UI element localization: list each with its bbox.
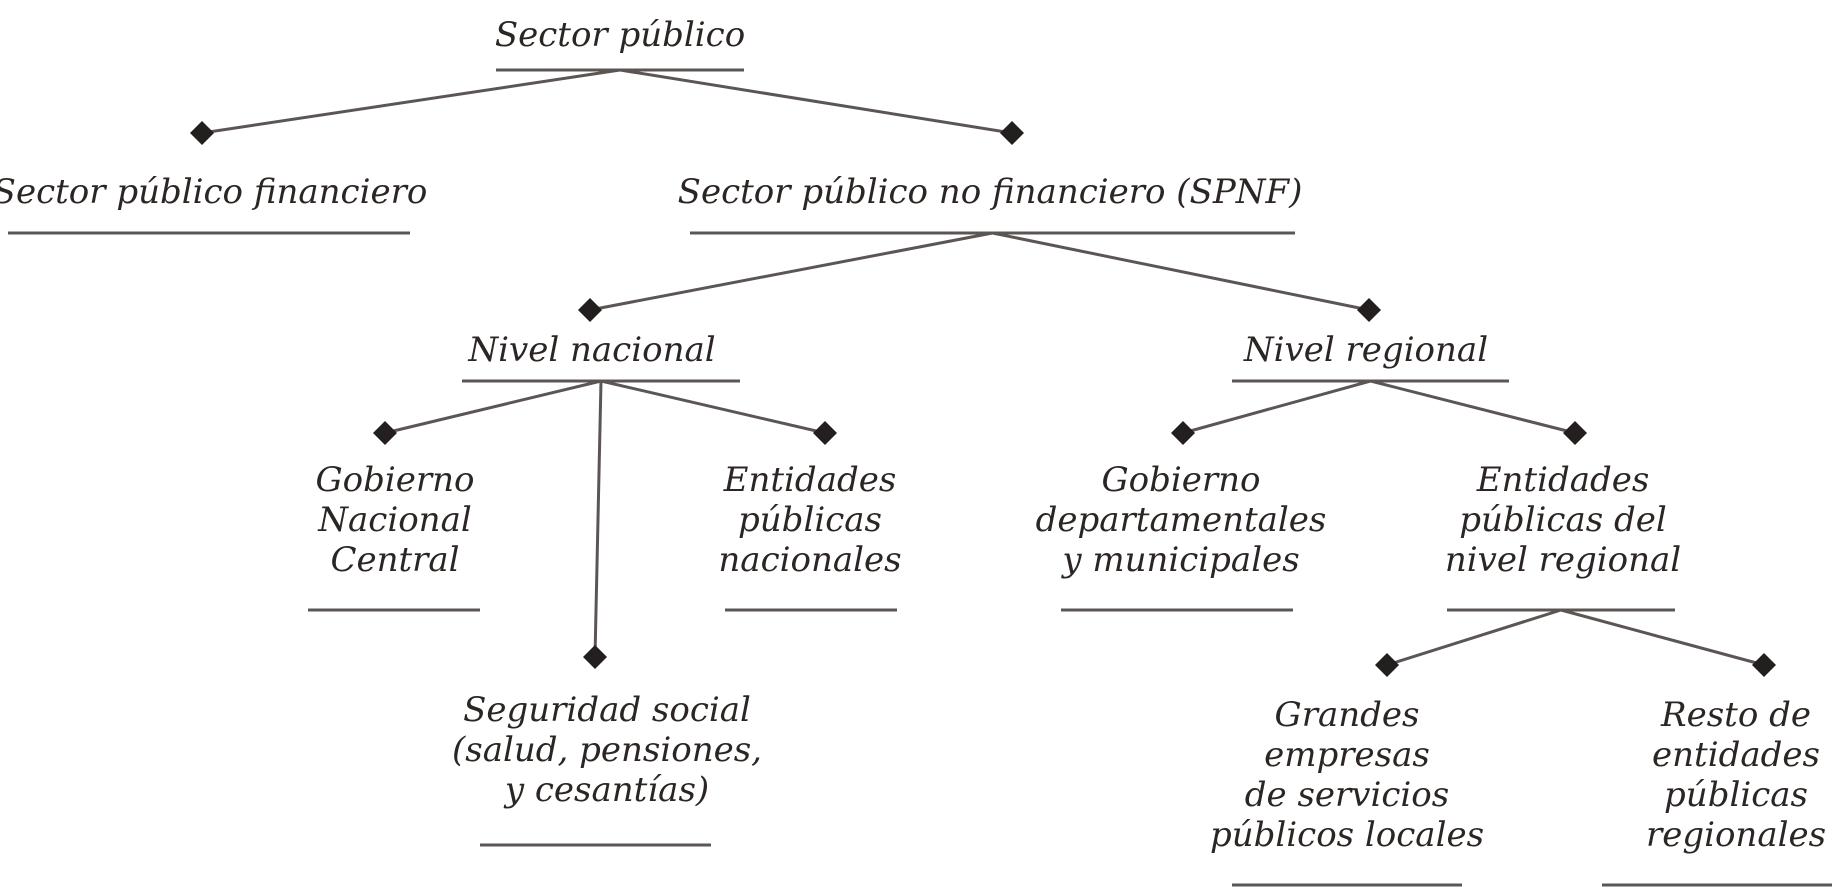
node-label-line: departamentales [1035,500,1327,540]
connector-nivel-regional-to-gobierno-departamentales-municipales [1182,379,1371,435]
node-label-line: públicas [738,500,882,540]
node-sector-publico-no-financiero: Sector público no financiero (SPNF) [678,172,1303,212]
diamond-marker-sector-publico-no-financiero [1000,121,1024,145]
node-label-line: Gobierno [1101,460,1261,500]
node-seguridad-social: Seguridad social(salud, pensiones,y cesa… [452,690,762,810]
node-label-line: Grandes [1274,695,1420,735]
node-label-line: nivel regional [1444,540,1682,580]
node-label-line: nacionales [718,540,902,580]
node-label-line: Central [330,540,460,580]
node-label-line: Entidades [723,460,897,500]
connector-nivel-nacional-to-gobierno-nacional-central [384,379,602,435]
connector-entidades-publicas-nivel-regional-to-resto-entidades-regionales [1560,608,1765,667]
connector-sector-publico-to-sector-publico-financiero [201,68,621,135]
diamond-marker-gobierno-departamentales-municipales [1171,421,1195,445]
diamond-marker-entidades-publicas-nivel-regional [1563,421,1587,445]
diamond-marker-grandes-empresas-servicios [1375,653,1399,677]
connector-sector-publico-no-financiero-to-nivel-regional [992,231,1370,312]
node-label-line: empresas [1264,735,1430,775]
connector-entidades-publicas-nivel-regional-to-grandes-empresas-servicios [1386,608,1562,667]
node-nivel-regional: Nivel regional [1244,330,1488,370]
connector-sector-publico-no-financiero-to-nivel-nacional [589,231,993,312]
node-label-line: públicos locales [1209,815,1485,855]
node-nivel-nacional: Nivel nacional [468,330,715,370]
node-label-line: Nivel regional [1243,330,1489,370]
node-label-line: Nivel nacional [468,330,716,370]
diamond-marker-nivel-regional [1357,298,1381,322]
node-label-line: de servicios [1244,775,1450,815]
node-label-line: y cesantías) [504,770,710,810]
node-label-line: Sector público financiero [0,172,428,212]
node-label-line: Entidades [1476,460,1650,500]
connector-sector-publico-to-sector-publico-no-financiero [619,68,1013,135]
node-sector-publico: Sector público [495,15,745,55]
node-label-line: regionales [1645,815,1827,855]
node-label-line: Gobierno [315,460,475,500]
node-label-line: Seguridad social [463,690,751,730]
diamond-marker-gobierno-nacional-central [373,421,397,445]
diamond-marker-seguridad-social [583,645,607,669]
diamond-marker-nivel-nacional [578,298,602,322]
node-label-line: (salud, pensiones, [452,730,762,770]
node-label-line: públicas del [1459,500,1667,540]
node-label-line: Sector público no financiero (SPNF) [677,172,1303,212]
node-label-line: y municipales [1062,540,1300,580]
node-sector-publico-financiero: Sector público financiero [0,172,427,212]
diamond-marker-entidades-publicas-nacionales [813,421,837,445]
connector-nivel-nacional-to-seguridad-social [593,380,603,658]
diamond-marker-sector-publico-financiero [190,121,214,145]
diamond-marker-resto-entidades-regionales [1752,653,1776,677]
node-label-line: Nacional [318,500,472,540]
node-label-line: entidades [1652,735,1820,775]
connector-nivel-regional-to-entidades-publicas-nivel-regional [1370,379,1576,435]
connector-nivel-nacional-to-entidades-publicas-nacionales [600,379,826,435]
node-label-line: públicas [1664,775,1808,815]
node-label-line: Resto de [1661,695,1811,735]
node-label-line: Sector público [494,15,746,55]
